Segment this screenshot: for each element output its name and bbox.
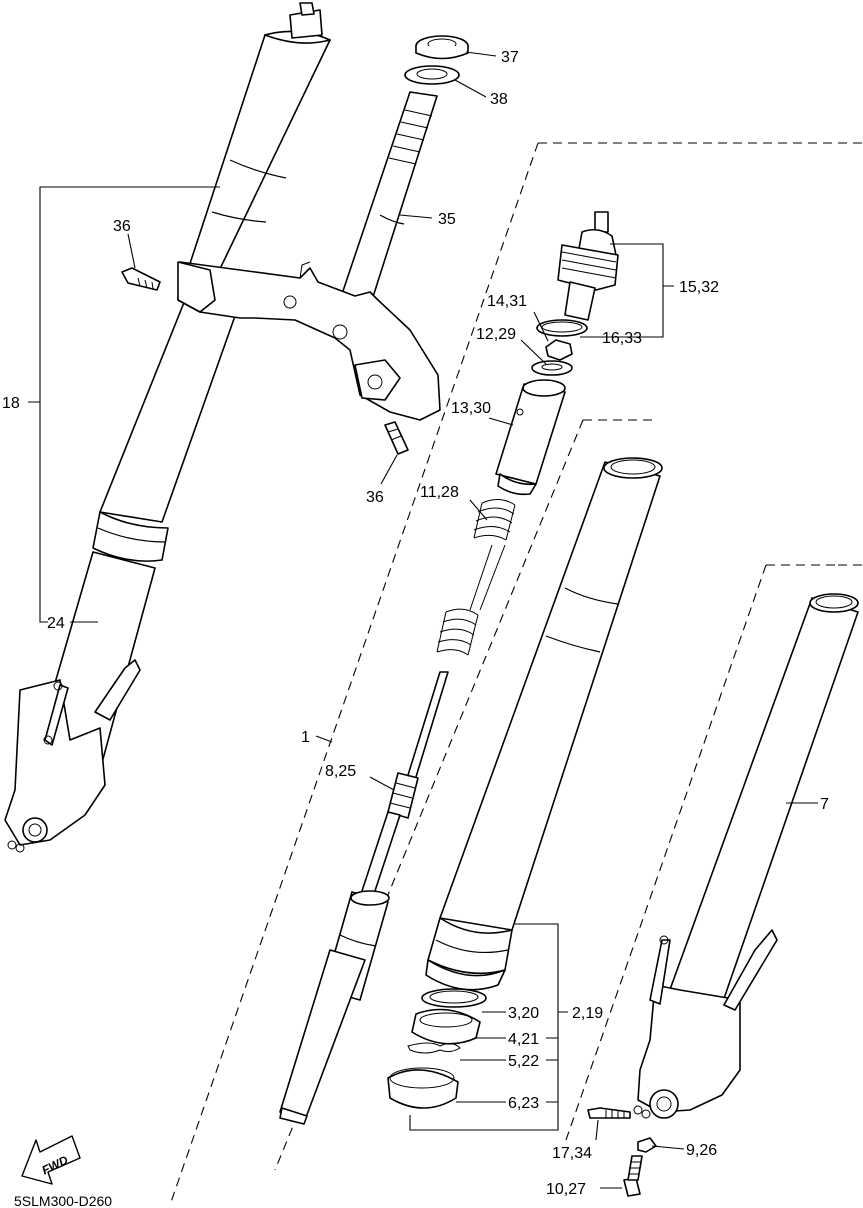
callout-6-23: 6,23 [508,1095,539,1112]
assembled-fork-18 [4,2,331,853]
callout-24: 24 [47,615,65,632]
bolt-17-34 [587,1107,631,1119]
callout-5-22: 5,22 [508,1053,539,1070]
inner-tube-2-19 [425,457,663,991]
callout-9-26: 9,26 [686,1142,717,1159]
bolt-10-27 [623,1155,643,1197]
seal-3-20 [421,988,487,1008]
steering-stem-35 [177,91,441,421]
spring-11-28 [436,499,516,656]
callout-4-21: 4,21 [508,1031,539,1048]
callout-18: 18 [2,395,20,412]
callout-10-27: 10,27 [546,1181,586,1198]
bolt-36-bottom [384,421,409,455]
callout-37: 37 [501,49,519,66]
ring-nut-37 [415,35,469,60]
leader-lines [28,51,818,1189]
group-outline-1 [169,142,863,1206]
group-outline-7 [565,564,838,1141]
bolt-36-top [121,267,161,291]
callout-36-top: 36 [113,218,131,235]
callout-16-33: 16,33 [602,330,642,347]
callout-15-32: 15,32 [679,279,719,296]
fwd-arrow-icon: FWD [21,1135,81,1185]
callout-12-29: 12,29 [476,326,516,343]
outer-tube-7 [633,593,859,1119]
callout-36-bottom: 36 [366,489,384,506]
callout-17-34: 17,34 [552,1145,592,1162]
damper-rod-8-25 [279,671,449,1125]
callout-38: 38 [490,91,508,108]
washer-12-29 [531,360,573,376]
callout-8-25: 8,25 [325,763,356,780]
cap-bolt-15-32 [557,211,619,321]
spacer-13-30 [495,379,566,496]
callout-7: 7 [820,796,829,813]
diagram-code: 5SLM300-D260 [14,1193,112,1208]
callout-3-20: 3,20 [508,1005,539,1022]
washer-9-26 [637,1137,657,1153]
callout-35: 35 [438,211,456,228]
callout-11-28: 11,28 [420,484,459,501]
nut-14-31 [545,339,573,361]
clip-5-22 [407,1042,461,1054]
o-ring-16-33 [536,319,588,337]
washer-38 [404,65,460,85]
callout-14-31: 14,31 [487,293,527,310]
callout-1: 1 [301,729,310,746]
callout-2-19: 2,19 [572,1005,603,1022]
callout-13-30: 13,30 [451,400,491,417]
dust-seal-6-23 [387,1067,459,1109]
seal-4-21 [411,1008,481,1045]
